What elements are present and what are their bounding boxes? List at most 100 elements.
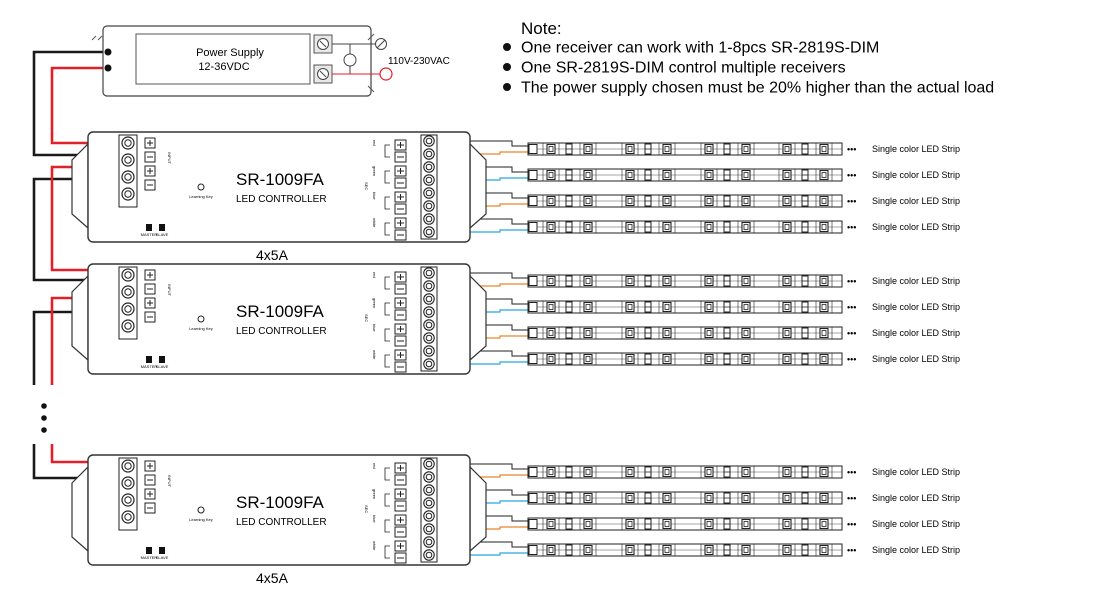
note-title: Note: — [521, 19, 562, 38]
controller-subtitle: LED CONTROLLER — [236, 194, 327, 205]
channel-bracket — [384, 354, 390, 368]
screw-head — [425, 308, 433, 316]
strip-label: Single color LED Strip — [872, 545, 960, 555]
power-supply-voltage: 12-36VDC — [198, 61, 249, 73]
continuation-dot-icon — [41, 415, 47, 421]
screw-head — [425, 228, 433, 236]
channel-bracket — [384, 276, 390, 290]
strip-connector — [528, 328, 538, 338]
ps-dc-terminal — [104, 48, 112, 56]
screw-head — [425, 347, 433, 355]
ac-input-icon — [379, 67, 393, 81]
strip-ellipsis: ••• — [847, 494, 856, 504]
master-switch-icon — [146, 356, 152, 363]
channel-label: green — [372, 166, 377, 176]
strip-connector — [528, 196, 538, 206]
channel-label: red — [372, 463, 377, 469]
screw-head — [124, 271, 132, 279]
sec-label: SEC — [364, 182, 369, 190]
strip-ellipsis: ••• — [847, 223, 856, 233]
screw-head — [124, 305, 132, 313]
screw-head — [425, 269, 433, 277]
master-label: MASTER — [141, 232, 158, 237]
channel-bracket — [384, 545, 390, 559]
screw-head — [124, 156, 132, 164]
note: Note: One receiver can work with 1-8pcs S… — [503, 19, 994, 97]
channel-label: red — [372, 140, 377, 146]
continuation-dot-icon — [41, 427, 47, 433]
slave-switch-icon — [159, 547, 165, 554]
master-switch-icon — [146, 224, 152, 231]
channel-bracket — [384, 222, 390, 236]
led-strip: ••• Single color LED Strip — [527, 142, 960, 156]
learning-key-label: Learning Key — [189, 517, 213, 522]
ac-input-label: 110V-230VAC — [388, 56, 450, 67]
mount-ear-right — [469, 142, 487, 230]
screw-head — [124, 322, 132, 330]
learning-key-button — [197, 506, 205, 514]
screw-head — [425, 512, 433, 520]
screw-head — [425, 473, 433, 481]
ps-dc-terminal — [104, 64, 112, 72]
screw-head — [425, 202, 433, 210]
strip-label: Single color LED Strip — [872, 196, 960, 206]
channel-label: blue — [372, 192, 377, 200]
screw-head — [425, 499, 433, 507]
strip-ellipsis: ••• — [847, 468, 856, 478]
power-supply-label-plate — [135, 33, 311, 85]
channel-label: blue — [372, 324, 377, 332]
screw-head — [425, 295, 433, 303]
channel-bracket — [384, 328, 390, 342]
power-supply: Power Supply 12-36VDC 110V-230VAC — [91, 25, 450, 97]
bullet-icon — [503, 43, 511, 51]
screw-head — [124, 139, 132, 147]
strip-connector — [528, 170, 538, 180]
screw-head — [425, 486, 433, 494]
learning-key-label: Learning Key — [189, 326, 213, 331]
strip-label: Single color LED Strip — [872, 144, 960, 154]
controller-rating: 4x5A — [256, 247, 289, 263]
learning-key-button — [197, 183, 205, 191]
led-strip: •••Single color LED Strip — [527, 300, 960, 314]
power-supply-label: Power Supply — [196, 47, 264, 59]
screw-head — [124, 190, 132, 198]
channel-label: white — [372, 541, 377, 551]
led-strip: •••Single color LED Strip — [527, 220, 960, 234]
strip-connector — [528, 467, 538, 477]
channel-bracket — [384, 467, 390, 481]
note-item: One SR-2819S-DIM control multiple receiv… — [521, 60, 846, 77]
note-item: One receiver can work with 1-8pcs SR-281… — [521, 40, 879, 57]
screw-slot — [319, 70, 327, 78]
mount-ear-right — [469, 465, 487, 553]
strip-ellipsis: ••• — [847, 277, 856, 287]
strip-connector — [528, 493, 538, 503]
channel-label: white — [372, 218, 377, 228]
screw-head — [124, 479, 132, 487]
strip-connector — [528, 222, 538, 232]
channel-bracket — [384, 302, 390, 316]
strip-connector — [528, 276, 538, 286]
strip-ellipsis: ••• — [847, 329, 856, 339]
slave-switch-icon — [159, 356, 165, 363]
sec-label: SEC — [364, 505, 369, 513]
slave-label: SLAVE — [156, 232, 169, 237]
controller-body — [87, 263, 471, 375]
strip-ellipsis: ••• — [847, 546, 856, 556]
learning-key-button — [197, 315, 205, 323]
led-strip: ••• Single color LED Strip — [527, 543, 960, 557]
strip-connector — [528, 144, 538, 154]
strip-ellipsis: ••• — [847, 171, 856, 181]
led-strip: •••Single color LED Strip — [527, 168, 960, 182]
input-label: INPUT — [167, 475, 172, 488]
controller-model: SR-1009FA — [236, 493, 325, 512]
master-label: MASTER — [141, 555, 158, 560]
channel-bracket — [384, 196, 390, 210]
controller-rating: 4x5A — [256, 570, 289, 586]
earth-slash — [376, 39, 386, 49]
learning-key-label: Learning Key — [189, 194, 213, 199]
strip-ellipsis: ••• — [847, 145, 856, 155]
screw-head — [124, 462, 132, 470]
screw-head — [425, 538, 433, 546]
strip-label: Single color LED Strip — [872, 493, 960, 503]
